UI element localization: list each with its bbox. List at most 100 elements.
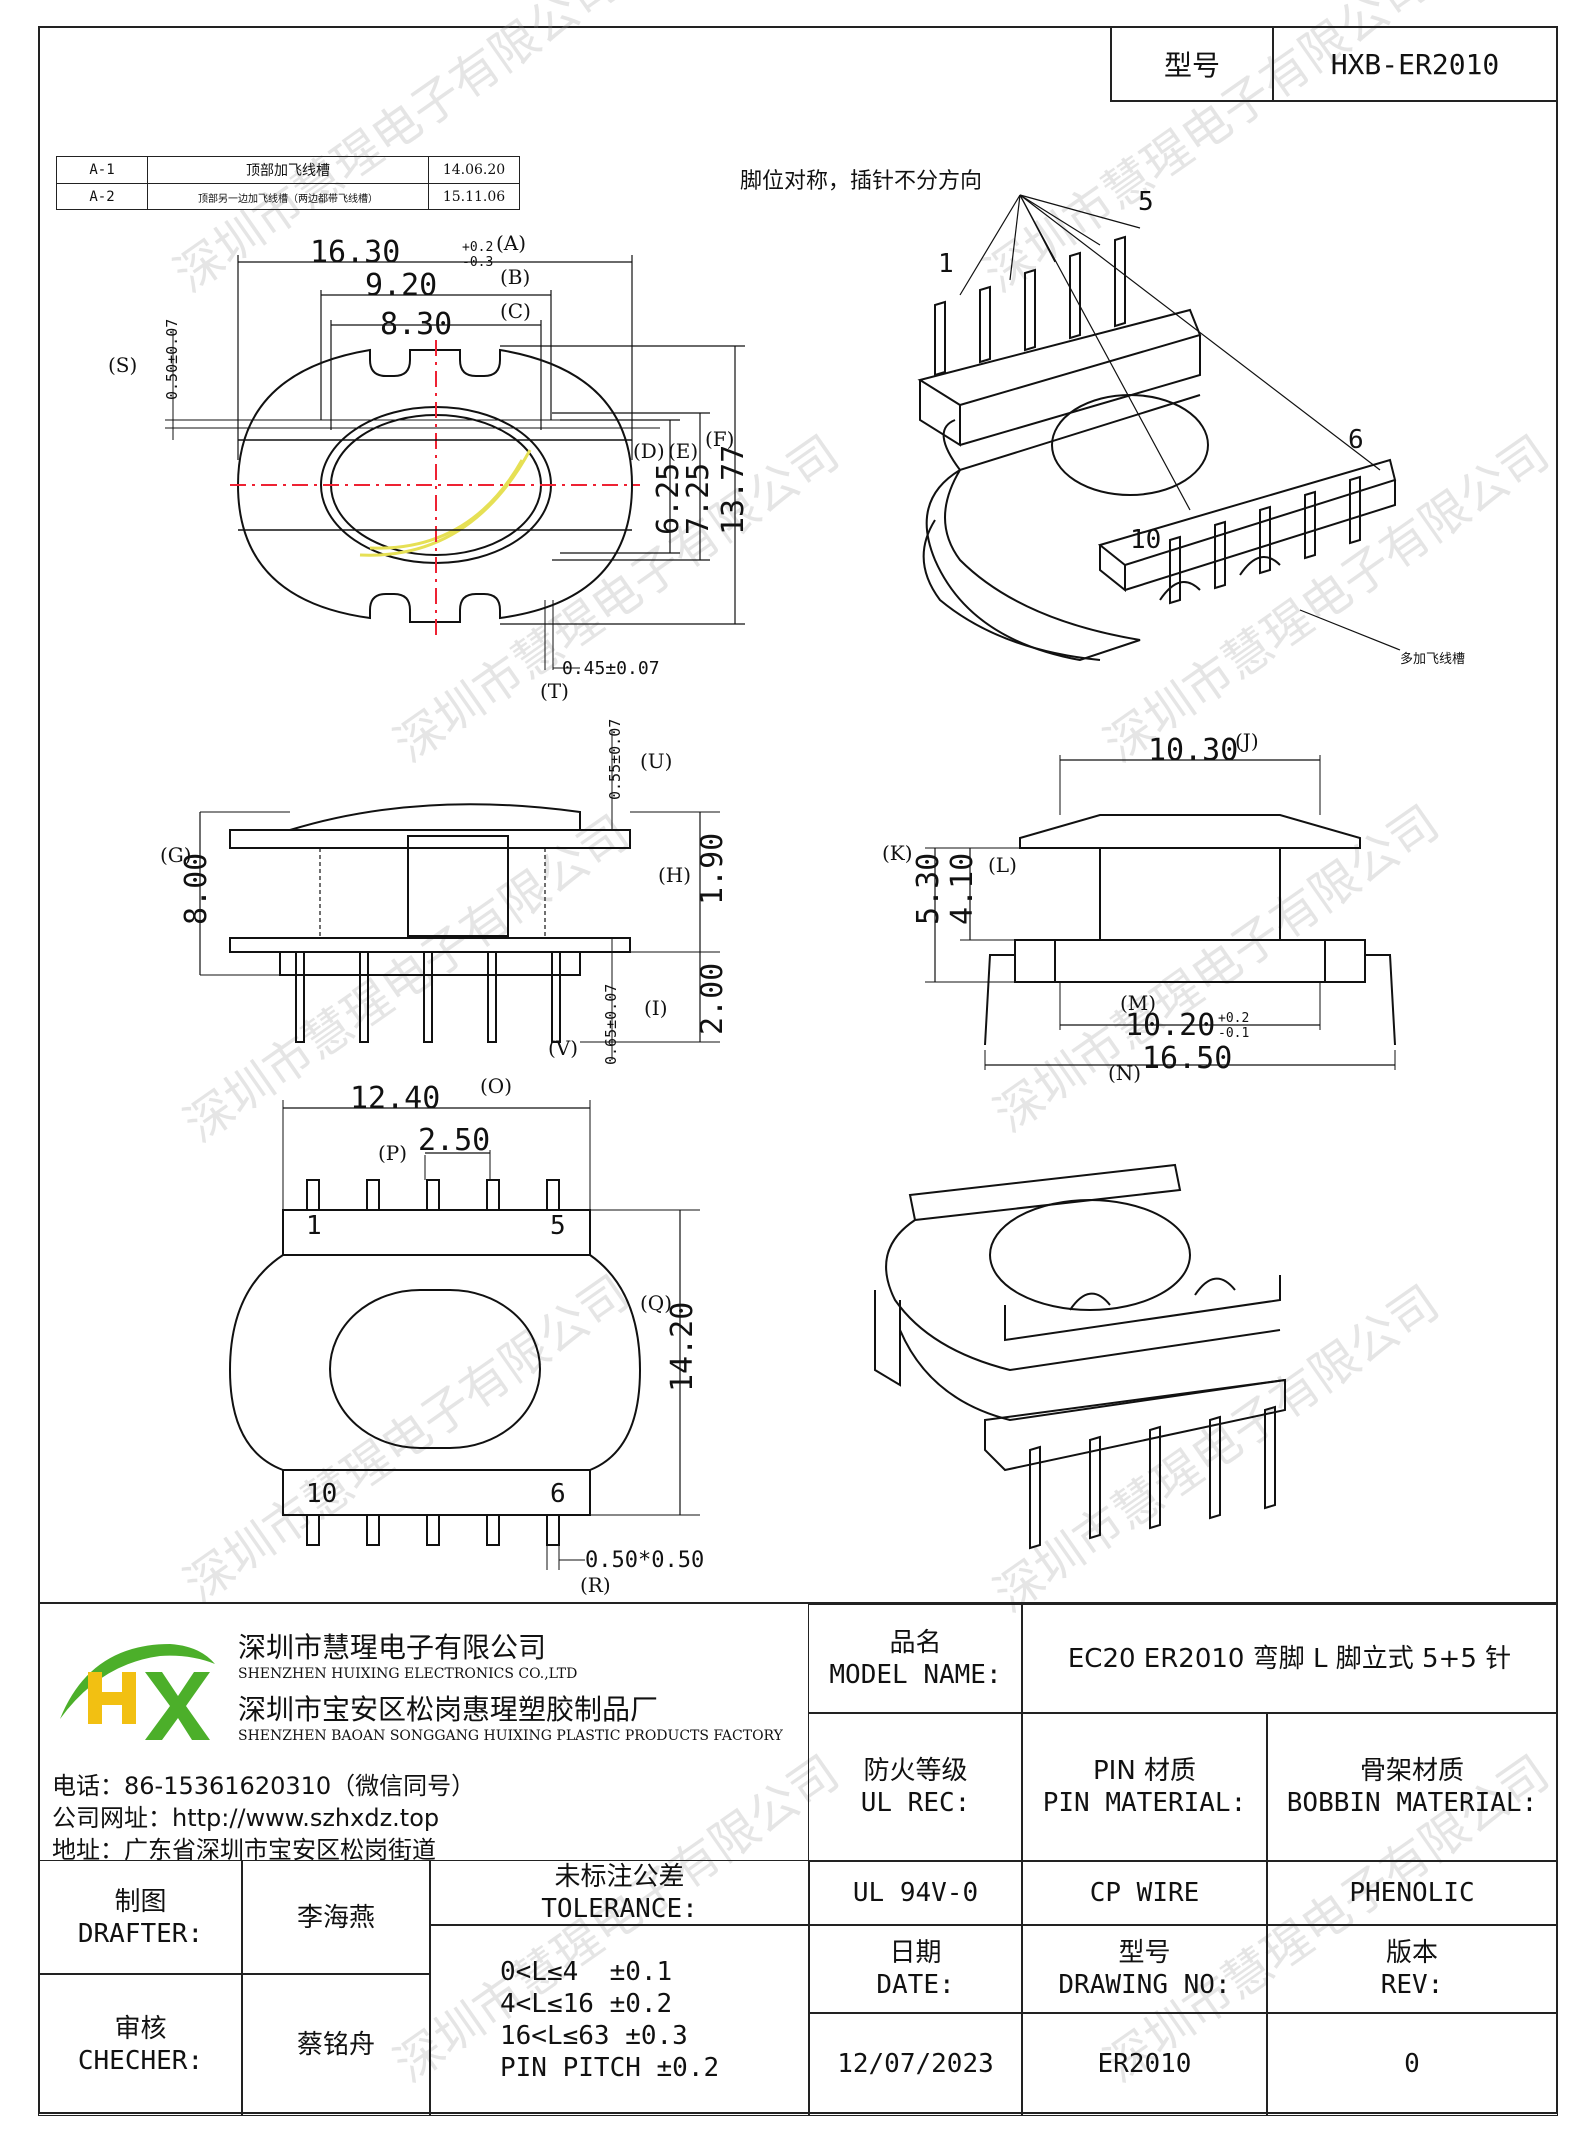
dim-ref: (U) [640,749,672,773]
dim-f: 13.77 [716,445,751,535]
bobbin-mat-en: BOBBIN MATERIAL: [1286,1788,1538,1818]
ul-value: UL 94V-0 [808,1860,1023,1926]
dim-a-tol: +0.2 [462,240,493,255]
pin-mat-cn: PIN 材质 [1092,1756,1197,1786]
checker-name-text: 蔡铭舟 [296,2029,375,2060]
pin-note: 脚位对称，插针不分方向 [740,169,982,194]
drawing-no-value: ER2010 [1021,2012,1268,2116]
dim-v: 0.65±0.07 [602,984,620,1065]
dim-ref: (J) [1235,729,1259,753]
dim-m-tol: +0.2 [1218,1011,1249,1026]
rev-code: A-2 [57,184,148,210]
tolerance-line: 16<L≤63 ±0.3 [500,2021,688,2051]
dim-ref: (R) [580,1573,611,1597]
dim-ref: (A) [496,231,526,255]
rev-label: 版本 REV: [1266,1924,1558,2014]
dim-ref: (F) [705,427,734,451]
drawing-no-label: 型号 DRAWING NO: [1021,1924,1268,2014]
rev-date: 15.11.06 [442,189,506,205]
model-name-cn: 品名 [889,1628,942,1658]
drafter-cn: 制图 [114,1886,167,1917]
top-view [165,255,745,670]
dim-ref: (E) [668,439,698,463]
bobbin-material-label: 骨架材质 BOBBIN MATERIAL: [1266,1712,1558,1862]
dim-ref: (S) [108,353,137,377]
dim-ref: (D) [633,439,665,463]
factory-name-en: SHENZHEN BAOAN SONGGANG HUIXING PLASTIC … [238,1728,783,1744]
pin-value-text: CP WIRE [1089,1878,1200,1908]
revision-row: A-1 顶部加飞线槽 14.06.20 [57,157,519,184]
pin-label: 6 [1348,425,1364,455]
dim-n: 16.50 [1142,1041,1232,1076]
tolerance-line: 0<L≤4 ±0.1 [500,1957,673,1987]
dim-ref: (N) [1108,1061,1141,1085]
model-header: 型号 HXB-ER2010 [1110,26,1558,102]
company-info: 深圳市慧瑆电子有限公司 SHENZHEN HUIXING ELECTRONICS… [38,1604,808,1864]
tolerance-label: 未标注公差 TOLERANCE: [429,1860,810,1926]
model-name-value: EC20 ER2010 弯脚 L 脚立式 5+5 针 [1021,1604,1558,1714]
drafter-en: DRAFTER: [77,1918,204,1949]
model-name-label: 品名 MODEL NAME: [808,1604,1023,1714]
drafter-name: 李海燕 [241,1860,431,1975]
date-en: DATE: [876,1970,955,2000]
dim-t: 0.45±0.07 [562,658,660,679]
rev-date: 14.06.20 [442,162,506,178]
drafter-name-text: 李海燕 [296,1902,375,1933]
pin-material-label: PIN 材质 PIN MATERIAL: [1021,1712,1268,1862]
dim-ref: (I) [644,996,668,1020]
dim-a: 16.30 [310,235,400,270]
dim-a-tol: -0.3 [462,255,493,270]
dim-ref: (P) [378,1141,407,1165]
dim-o: 12.40 [350,1081,440,1116]
tolerance-list: 0<L≤4 ±0.1 4<L≤16 ±0.2 16<L≤63 ±0.3 PIN … [429,1924,810,2116]
dim-r: 0.50*0.50 [585,1548,704,1573]
dim-s: 0.50±0.07 [163,319,181,400]
dim-p: 2.50 [418,1123,490,1158]
front-view [199,730,720,1060]
dim-ref: (Q) [640,1291,672,1315]
pin-label: 1 [306,1211,322,1241]
iso-view-top [917,194,1401,662]
ul-en: UL REC: [860,1788,971,1818]
rev-cn: 版本 [1385,1938,1438,1968]
dim-ref: (L) [988,853,1017,877]
bottom-view [228,1100,700,1570]
checker-en: CHECHER: [77,2045,204,2076]
date-value-text: 12/07/2023 [837,2049,994,2079]
date-cn: 日期 [889,1938,942,1968]
factory-name-cn: 深圳市宝安区松岗惠瑆塑胶制品厂 [238,1693,659,1726]
company-website[interactable]: 公司网址：http://www.szhxdz.top [52,1804,440,1832]
checker-name: 蔡铭舟 [241,1973,431,2116]
dim-ref: (O) [480,1074,512,1098]
rev-value: 0 [1266,2012,1558,2116]
side-view [925,755,1396,1070]
model-name-en: MODEL NAME: [829,1660,1002,1690]
dim-ref: (G) [160,843,192,867]
ul-cn: 防火等级 [863,1756,968,1786]
revision-table: A-1 顶部加飞线槽 14.06.20 A-2 顶部另一边加飞线槽（两边都带飞线… [56,156,520,210]
company-phone: 电话：86-15361620310（微信同号） [52,1772,476,1800]
revision-row: A-2 顶部另一边加飞线槽（两边都带飞线槽） 15.11.06 [57,184,519,210]
model-value: HXB-ER2010 [1330,47,1500,81]
model-name-text: EC20 ER2010 弯脚 L 脚立式 5+5 针 [1067,1644,1512,1674]
bobbin-mat-cn: 骨架材质 [1359,1756,1464,1786]
dim-ref: (H) [658,863,691,887]
dim-d: 6.25 [651,463,686,535]
ul-rec-label: 防火等级 UL REC: [808,1712,1023,1862]
dim-ref: (T) [540,679,569,703]
dim-j: 10.30 [1148,733,1238,768]
dim-ref: (B) [500,265,530,289]
drawing-frame [38,26,1558,2114]
dim-m: 10.20 [1125,1008,1215,1043]
company-address: 地址：广东省深圳市宝安区松岗街道 [52,1836,436,1864]
company-name-cn: 深圳市慧瑆电子有限公司 [238,1631,547,1664]
drawing-cn: 型号 [1118,1938,1171,1968]
bobbin-value-text: PHENOLIC [1349,1878,1475,1908]
date-label: 日期 DATE: [808,1924,1023,2014]
title-block: 深圳市慧瑆电子有限公司 SHENZHEN HUIXING ELECTRONICS… [38,1602,1558,2116]
rev-desc: 顶部加飞线槽 [148,157,429,183]
rev-desc: 顶部另一边加飞线槽（两边都带飞线槽） [148,184,429,210]
dim-b: 9.20 [365,268,437,303]
date-value: 12/07/2023 [808,2012,1023,2116]
rev-code: A-1 [57,157,148,183]
